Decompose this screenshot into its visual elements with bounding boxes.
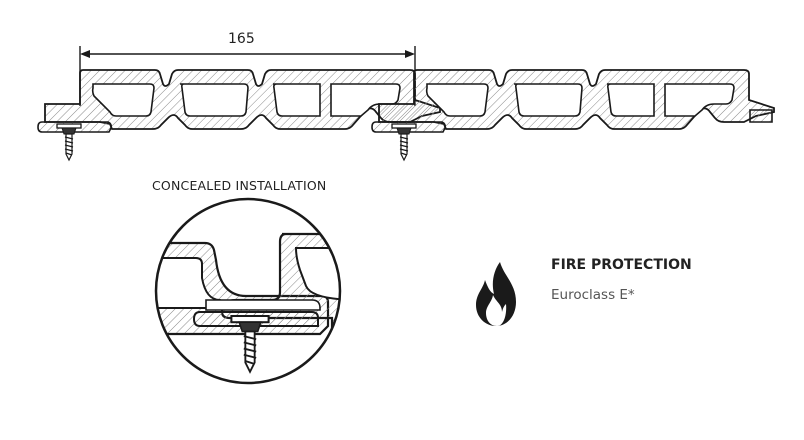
fire-protection-title: FIRE PROTECTION: [551, 257, 692, 273]
installation-label: CONCEALED INSTALLATION: [152, 178, 327, 193]
fire-classification: Euroclass E*: [551, 287, 635, 303]
installation-detail: [154, 197, 342, 385]
flame-icon: [476, 262, 516, 326]
cladding-board-right: [371, 69, 775, 133]
dimension-label: 165: [228, 31, 255, 47]
